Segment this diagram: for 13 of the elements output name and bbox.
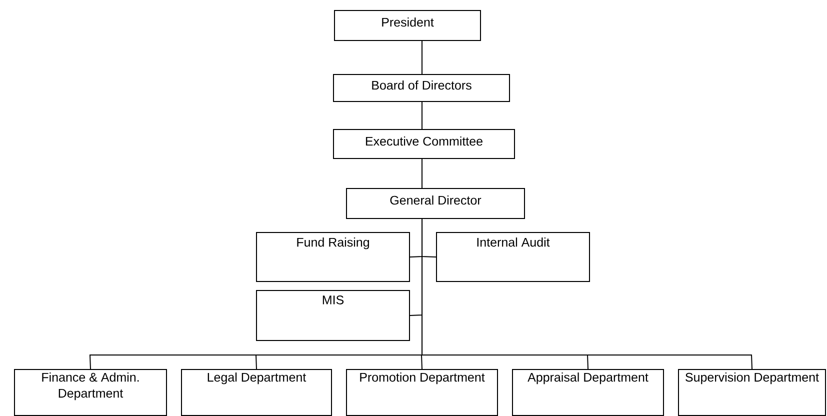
connector-line (422, 218, 752, 370)
org-box: Board of Directors (333, 74, 510, 102)
org-box: President (334, 10, 481, 41)
org-box: Finance & Admin. Department (14, 369, 167, 416)
org-box: Executive Committee (333, 129, 515, 159)
org-box: Supervision Department (678, 369, 826, 416)
org-box: Legal Department (181, 369, 332, 416)
org-box: Fund Raising (256, 232, 410, 282)
org-box: Internal Audit (436, 232, 590, 282)
org-box: Appraisal Department (512, 369, 664, 416)
org-box: Promotion Department (346, 369, 498, 416)
org-box: General Director (346, 188, 525, 219)
org-box: MIS (256, 290, 410, 341)
